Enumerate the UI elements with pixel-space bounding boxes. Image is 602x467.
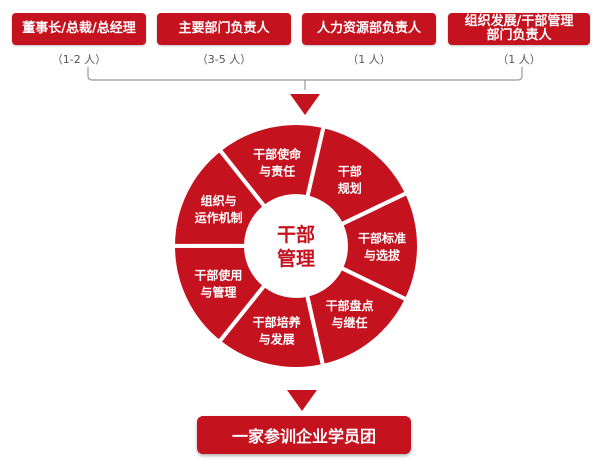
grouping-bracket <box>87 67 523 81</box>
wheel-segment-label: 规划 <box>338 180 362 195</box>
wheel-segment-label: 干部培养 <box>253 314 301 329</box>
wheel-segment-label: 干部盘点 <box>325 298 373 313</box>
role-title-line: 部门负责人 <box>486 28 552 43</box>
role-box-department-heads: 主要部门负责人 <box>157 13 291 45</box>
wheel-segment-label: 与发展 <box>259 331 295 346</box>
role-box-od-head: 组织发展/干部管理 部门负责人 <box>448 13 590 45</box>
role-title-line: 组织发展/干部管理 <box>464 14 574 29</box>
role-title: 董事长/总裁/总经理 <box>22 21 136 36</box>
role-count: （1-2 人） <box>51 53 107 66</box>
wheel-center-label: 干部 <box>277 223 315 246</box>
wheel-segment-label: 干部使命 <box>253 147 302 162</box>
wheel-center-label: 管理 <box>277 247 315 270</box>
wheel-segment-label: 运作机制 <box>195 210 243 225</box>
role-count: （3-5 人） <box>196 53 252 66</box>
role-title: 人力资源部负责人 <box>316 21 421 36</box>
wheel-segment-label: 干部 <box>338 163 362 178</box>
role-count: （1 人） <box>497 53 541 66</box>
role-count: （1 人） <box>347 53 391 66</box>
wheel-segment-label: 干部使用 <box>194 268 242 283</box>
down-arrow-icon <box>290 94 320 115</box>
role-box-chairman: 董事长/总裁/总经理 <box>12 13 146 45</box>
wheel-segment-label: 与管理 <box>200 285 236 300</box>
wheel-segment-label: 干部标准 <box>358 231 406 246</box>
target-group-box: 一家参训企业学员团 <box>197 416 411 454</box>
role-box-hr-head: 人力资源部负责人 <box>302 13 436 45</box>
wheel-segment-label: 与责任 <box>259 164 295 179</box>
wheel-center <box>249 199 343 293</box>
down-arrow-icon <box>287 390 317 411</box>
role-title: 主要部门负责人 <box>178 21 270 36</box>
wheel-segment-label: 与继任 <box>331 315 367 330</box>
wheel-segment <box>216 121 327 210</box>
wheel-segment-label: 组织与 <box>201 193 237 208</box>
target-group-label: 一家参训企业学员团 <box>231 427 376 446</box>
wheel-segment-label: 与选拔 <box>364 248 401 263</box>
